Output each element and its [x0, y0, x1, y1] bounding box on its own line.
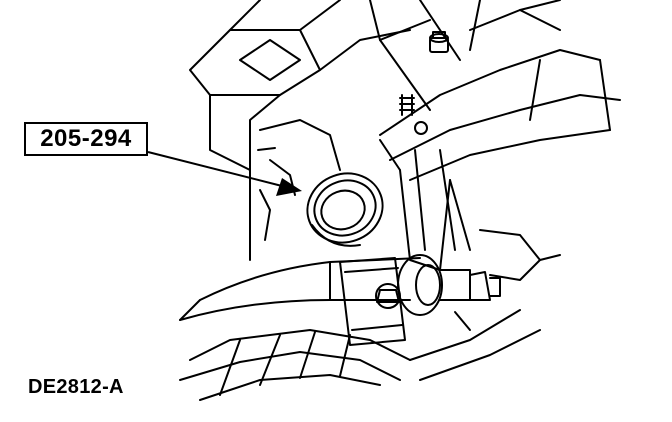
- lower-arm: [179, 309, 541, 401]
- stabilizer-bar: [179, 257, 421, 321]
- frame-structure: [189, 0, 561, 261]
- engine-block: [257, 119, 341, 241]
- link-joint: [397, 254, 501, 331]
- upper-bolt: [429, 31, 449, 53]
- stabilizer-link: [379, 139, 471, 271]
- figure-id-label: DE2812-A: [28, 376, 124, 398]
- stud-bolt: [399, 94, 415, 116]
- tool-number-label: 205-294: [40, 125, 132, 152]
- tool-number-callout: 205-294: [24, 122, 148, 156]
- right-bracket: [479, 229, 561, 281]
- callout-leader: [147, 151, 302, 196]
- bushing-seal: [306, 172, 384, 247]
- crossmember: [379, 0, 621, 181]
- bar-bracket: [339, 257, 406, 346]
